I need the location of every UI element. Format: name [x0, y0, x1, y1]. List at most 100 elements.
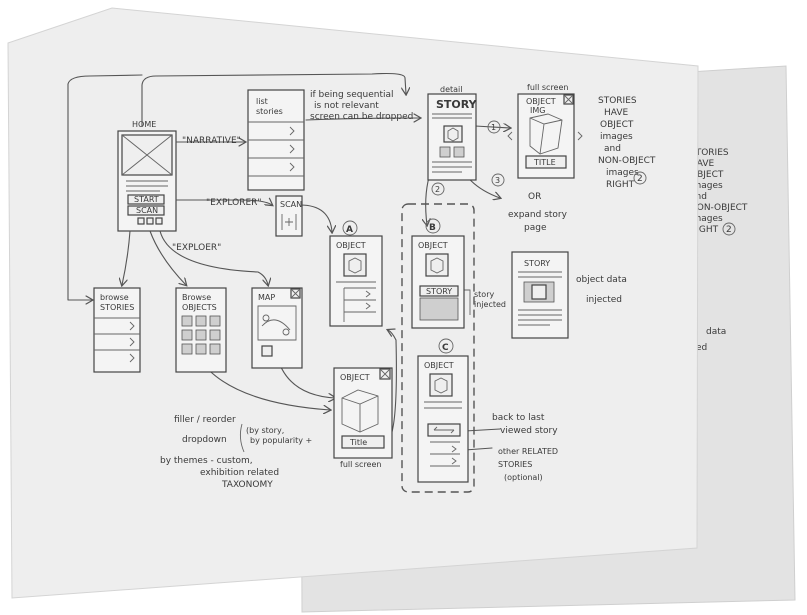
other-related-label-2: STORIES	[498, 460, 532, 469]
object-screen-c: C OBJECT	[417, 338, 469, 483]
close-icon	[564, 95, 573, 104]
full-screen-bottom-label: full screen	[340, 460, 381, 469]
sequential-note-2: is not relevant	[314, 101, 379, 111]
scan-title: SCAN	[280, 200, 302, 209]
full-top-caption-bar	[525, 155, 567, 169]
connectors	[67, 72, 567, 451]
notes-line-1: STORIES	[598, 96, 637, 106]
marker-c: C	[442, 343, 449, 353]
back-note-line-4: images	[690, 181, 723, 191]
filter-label-4: by popularity +	[250, 436, 312, 445]
back-note-line-8: RIGHT	[690, 225, 719, 235]
browse-objects-screen: Browse OBJECTS	[175, 287, 227, 373]
full-top-title-2: IMG	[530, 106, 545, 115]
browse-objects-title-2: OBJECTS	[182, 303, 217, 312]
notes-line-6: NON-OBJECT	[598, 156, 656, 166]
home-scan-label: SCAN	[136, 206, 158, 215]
marker-b: B	[429, 223, 436, 233]
object-a-frame	[329, 235, 383, 327]
notes-line-2: HAVE	[604, 108, 629, 118]
story-injected-label-2: injected	[474, 300, 506, 309]
object-full-caption-bar	[341, 435, 385, 449]
back-note-line-5: and	[690, 192, 707, 202]
scan-screen: SCAN	[275, 195, 303, 237]
notes-line-4: images	[600, 132, 633, 142]
object-b-title: OBJECT	[418, 241, 448, 250]
home-screen: HOME START SCAN	[117, 120, 177, 232]
home-scan-button	[127, 205, 165, 216]
object-data-label-1: object data	[576, 275, 627, 285]
map-frame	[251, 287, 303, 369]
arrow-number-1: 1	[491, 123, 496, 132]
object-full-screen: OBJECT Title	[333, 367, 393, 459]
list-stories-title-1: list	[256, 97, 268, 106]
notes-line-3: OBJECT	[600, 120, 634, 130]
explorer-label-2: "EXPLOER"	[172, 243, 221, 253]
detail-title: STORY	[436, 98, 478, 111]
map-screen: MAP	[251, 287, 303, 369]
object-full-caption: Title	[349, 438, 367, 447]
object-a-title: OBJECT	[336, 241, 366, 250]
browse-objects-title-1: Browse	[182, 293, 211, 302]
home-start-label: START	[134, 195, 159, 204]
full-top-title-1: OBJECT	[526, 97, 556, 106]
object-data-label-2: injected	[586, 295, 622, 305]
arrow-number-2: 2	[435, 185, 440, 194]
filter-label-2: dropdown	[182, 435, 227, 445]
browse-stories-title-1: browse	[100, 293, 129, 302]
annotations: "NARRATIVE" "EXPLORER" "EXPLOER" if bein…	[160, 83, 627, 490]
back-note-number: 2	[726, 225, 732, 235]
sequential-note-1: if being sequential	[310, 90, 394, 100]
back-fragment-1: data	[706, 327, 726, 337]
back-note-line-1: STORIES	[690, 148, 729, 158]
close-icon	[380, 369, 390, 379]
detail-label: detail	[440, 85, 462, 94]
back-to-last-label-2: viewed story	[500, 426, 558, 436]
home-title: HOME	[132, 120, 156, 129]
filter-label-6: exhibition related	[200, 468, 279, 478]
back-fragment-2: ed	[696, 343, 707, 353]
back-note-line-3: OBJECT	[690, 170, 724, 180]
map-pin-icon	[262, 314, 270, 322]
browse-stories-title-2: STORIES	[100, 303, 134, 312]
filter-label-7: TAXONOMY	[221, 480, 273, 490]
object-full-title: OBJECT	[340, 373, 370, 382]
back-to-last-label-1: back to last	[492, 413, 545, 423]
map-title: MAP	[258, 293, 275, 302]
back-note-line-7: images	[690, 214, 723, 224]
object-b-story: STORY	[426, 287, 452, 296]
expand-label-2: page	[524, 223, 547, 233]
map-pin-icon	[282, 328, 290, 336]
full-screen-top-label: full screen	[527, 83, 568, 92]
object-screen-a: A OBJECT	[329, 220, 383, 327]
other-related-label-3: (optional)	[504, 473, 543, 482]
detail-story-screen: STORY	[427, 93, 478, 181]
notes-line-8: RIGHT	[606, 180, 635, 190]
full-top-caption: TITLE	[533, 158, 556, 167]
scan-frame	[275, 195, 303, 237]
notes-line-7: images	[606, 168, 639, 178]
filter-label-1: filler / reorder	[174, 415, 236, 425]
object-screen-b: B OBJECT STORY	[411, 218, 465, 329]
alternative-group	[401, 203, 475, 493]
marker-a: A	[346, 225, 353, 235]
expand-label-1: expand story	[508, 210, 568, 220]
arrow-number-3: 3	[495, 176, 500, 185]
narrative-label: "NARRATIVE"	[182, 136, 241, 146]
home-start-button	[127, 194, 165, 205]
expanded-story-title: STORY	[524, 259, 550, 268]
back-note-circle	[722, 222, 736, 236]
expanded-story-screen: STORY	[511, 251, 569, 339]
object-c-title: OBJECT	[424, 361, 454, 370]
notes-line-5: and	[604, 144, 621, 154]
list-stories-screen: list stories	[247, 89, 305, 191]
notes-right: STORIES HAVE OBJECT images and NON-OBJEC…	[598, 96, 656, 190]
or-label: OR	[528, 192, 541, 202]
browse-stories-frame	[93, 287, 141, 373]
back-note-line-6: NON-OBJECT	[690, 203, 748, 213]
filter-label-5: by themes - custom,	[160, 456, 253, 466]
browse-stories-screen: browse STORIES	[93, 287, 141, 373]
back-sheet-notes: STORIES HAVE OBJECT images and NON-OBJEC…	[690, 148, 748, 353]
explorer-label-1: "EXPLORER"	[206, 198, 262, 208]
